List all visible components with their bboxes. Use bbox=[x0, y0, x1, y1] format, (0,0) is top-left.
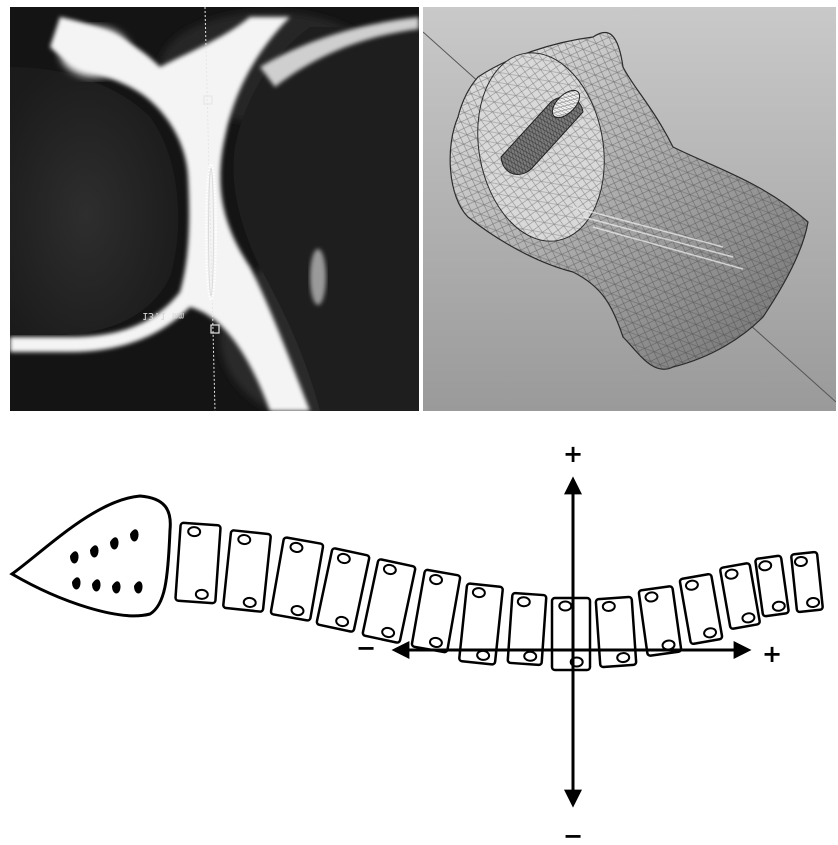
axis-sign-left: − bbox=[356, 634, 376, 662]
vertebra bbox=[508, 593, 547, 665]
vertebra bbox=[271, 537, 324, 621]
axis-sign-top: + bbox=[563, 440, 583, 468]
vertebra bbox=[459, 583, 503, 664]
vertebra bbox=[552, 598, 590, 670]
sacrum bbox=[12, 496, 170, 616]
axis-sign-bottom: − bbox=[563, 822, 583, 845]
vertebra bbox=[755, 555, 789, 616]
vertebra bbox=[223, 530, 271, 612]
spine-diagram-svg: + − − + bbox=[0, 420, 838, 845]
vertebra bbox=[316, 548, 369, 632]
ct-slice-image: 13.1 mm bbox=[10, 7, 419, 411]
vertebra bbox=[175, 523, 220, 604]
ct-slice-view: 13.1 mm bbox=[10, 7, 419, 411]
spine-diagram: + − − + bbox=[0, 420, 838, 845]
vertebral-column bbox=[175, 523, 823, 670]
vertebra bbox=[596, 597, 637, 667]
vertebra bbox=[680, 574, 723, 645]
mesh-3d-image bbox=[423, 7, 836, 411]
vertebra bbox=[720, 563, 760, 629]
measurement-label: 13.1 mm bbox=[142, 310, 184, 321]
axis-sign-right: + bbox=[762, 640, 782, 668]
vertebra bbox=[791, 552, 823, 612]
sacral-foramina bbox=[70, 529, 143, 593]
mesh-3d-view bbox=[423, 7, 836, 411]
vertebra bbox=[412, 569, 461, 652]
vertebra bbox=[639, 586, 682, 656]
vertebra bbox=[362, 559, 415, 643]
